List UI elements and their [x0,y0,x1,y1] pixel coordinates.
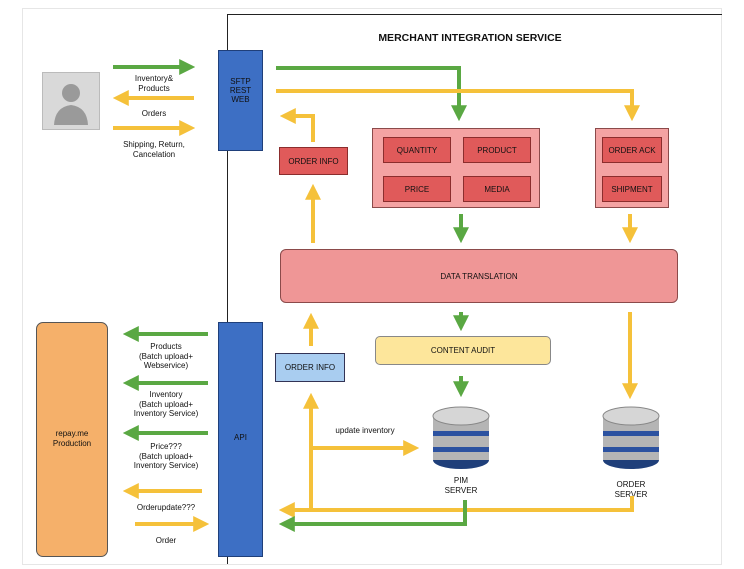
content-audit-box: CONTENT AUDIT [375,336,551,365]
label-orders: Orders [141,109,167,118]
label-price: Price???(Batch upload+Inventory Service) [133,442,199,470]
user-icon [54,84,88,125]
data-translation-box: DATA TRANSLATION [280,249,678,303]
label-inventory-products: Inventory&Products [134,74,174,93]
price-box: PRICE [383,176,451,202]
order-info-top: ORDER INFO [279,147,348,175]
order-server-icon [602,406,660,469]
label-inventory: Inventory(Batch upload+Inventory Service… [133,390,199,418]
order-info-bottom: ORDER INFO [275,353,345,382]
media-box: MEDIA [463,176,531,202]
label-orderupdate: Orderupdate??? [136,503,196,512]
pim-server-icon [432,406,490,469]
order-ack-box: ORDER ACK [602,137,662,163]
quantity-box: QUANTITY [383,137,451,163]
api-box: API [218,322,263,557]
update-inventory-label: update inventory [335,426,395,435]
product-box: PRODUCT [463,137,531,163]
user-avatar [42,72,100,130]
service-container [227,14,722,564]
shipment-box: SHIPMENT [602,176,662,202]
label-products: Products(Batch upload+Webservice) [138,342,194,370]
label-shipping: Shipping, Return,Cancelation [123,140,185,159]
page-frame [22,8,722,565]
label-order: Order [155,536,177,545]
diagram-title: MERCHANT INTEGRATION SERVICE [378,32,562,44]
